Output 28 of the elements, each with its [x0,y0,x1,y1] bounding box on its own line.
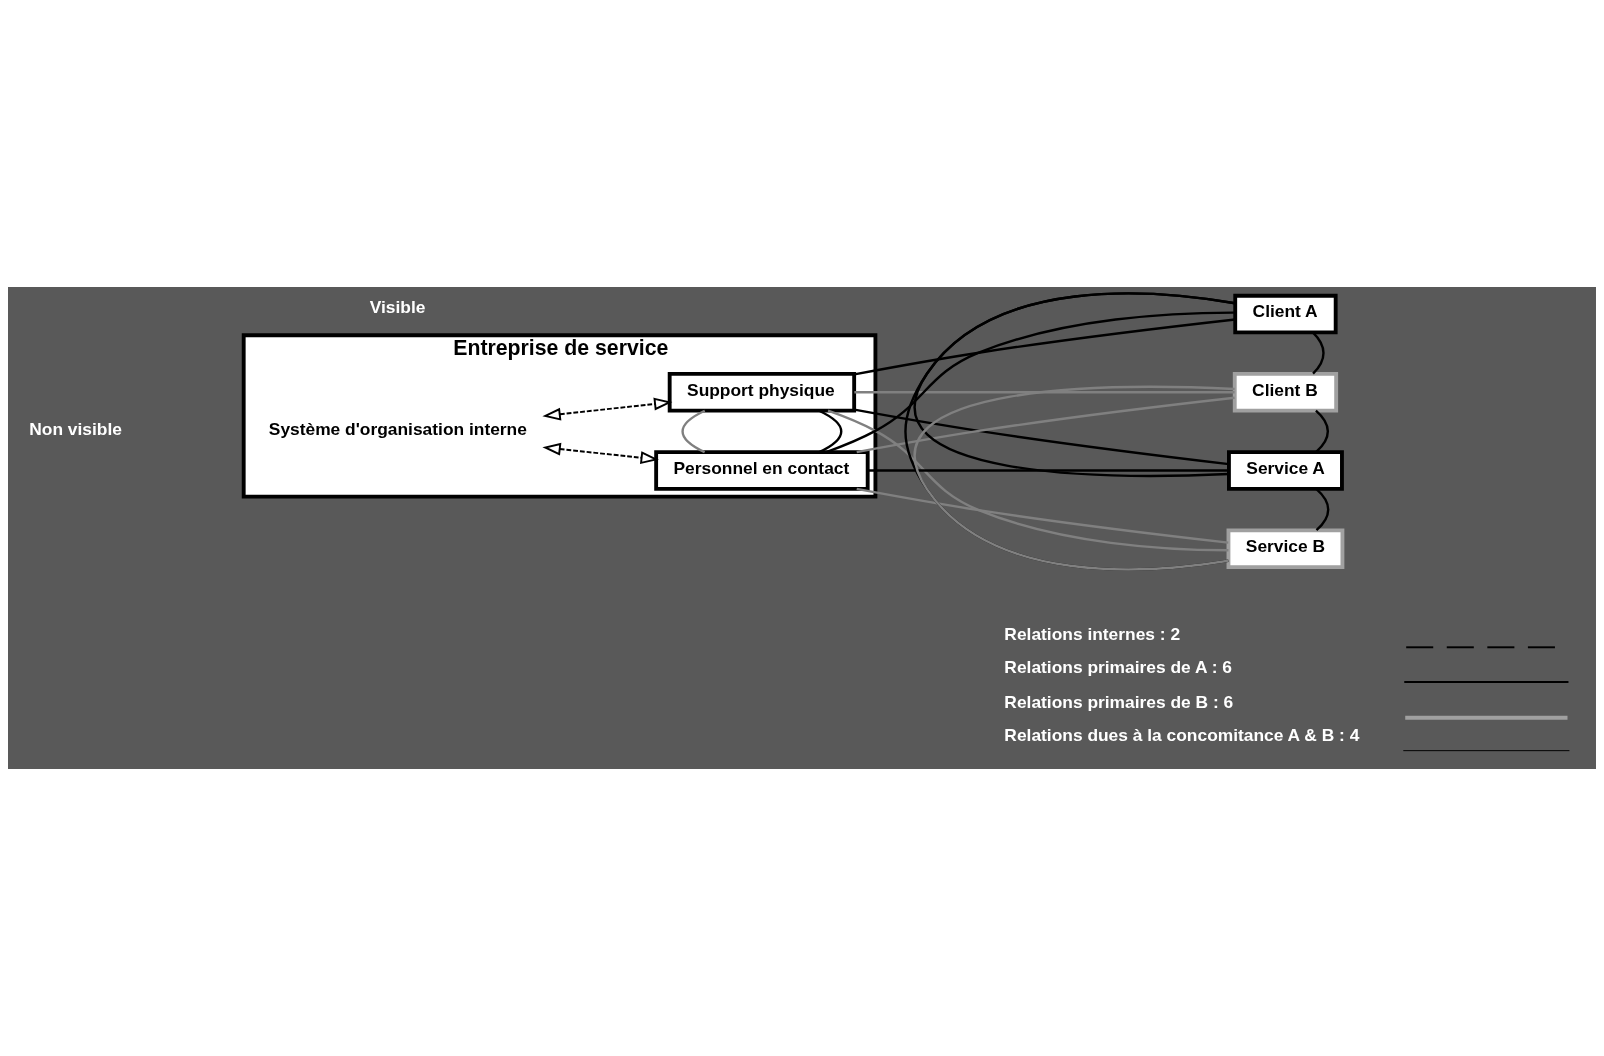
node-box: Service B [1226,528,1345,570]
connector [854,408,1229,466]
legend-label: Relations dues à la concomitance A & B : 4 [1004,725,1360,746]
node-box: Personnel en contact [654,450,870,491]
connector [854,391,1235,394]
legend-label: Relations primaires de A : 6 [1004,656,1232,677]
arrow [542,442,659,465]
connector [856,396,1235,454]
legend-label: Relations primaires de B : 6 [1004,691,1234,712]
node-box: Support physique [667,372,857,413]
node-text: Système d'organisation interne [268,419,527,440]
node-box: Client A [1233,293,1338,335]
connector [856,487,1229,544]
connector [854,318,1236,376]
connector [818,409,843,454]
arrow [542,397,673,421]
connector [1315,488,1330,531]
connector [825,311,1236,454]
connector [914,385,1235,571]
legend-label: Relations internes : 2 [1004,623,1181,644]
connector [867,469,1229,472]
node-box: Service A [1227,450,1344,491]
connector [1311,331,1325,375]
node-box: Client B [1232,372,1339,413]
connector [827,409,1229,552]
connector [1315,409,1329,453]
label: Non visible [29,419,122,440]
label: Visible [369,296,426,317]
